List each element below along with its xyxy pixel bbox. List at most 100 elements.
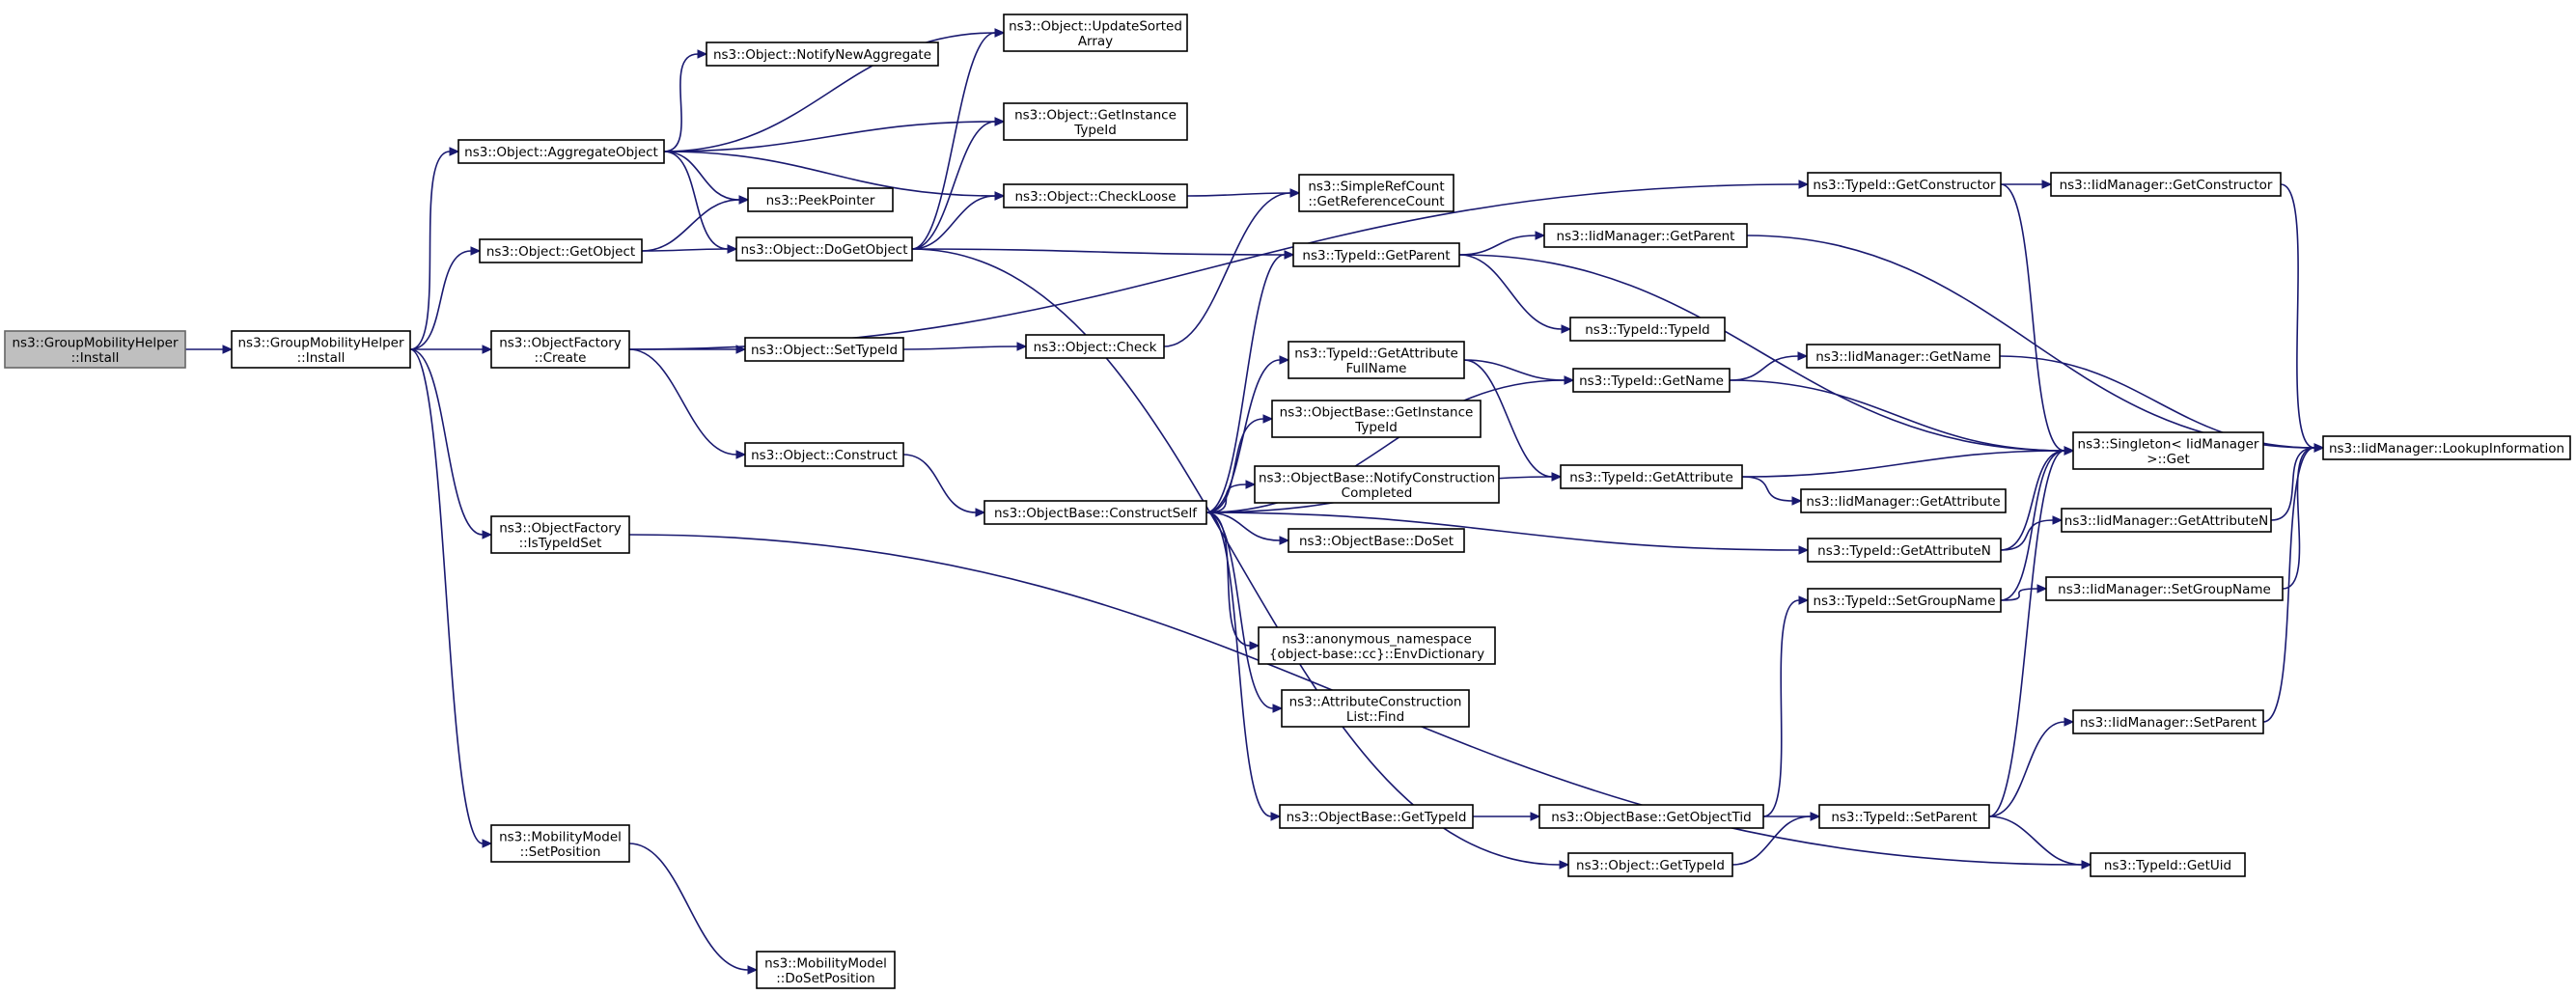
node-tidGetConstructor[interactable]: ns3::TypeId::GetConstructor <box>1807 172 2002 197</box>
node-label: TypeId <box>1354 420 1398 435</box>
node-check[interactable]: ns3::Object::Check <box>1025 334 1165 359</box>
edge-arrowhead <box>482 839 493 848</box>
edge-arrowhead <box>1559 860 1570 870</box>
node-box <box>2061 508 2272 533</box>
edge-line <box>1205 511 1272 817</box>
node-label: ns3::IidManager::GetParent <box>1557 229 1735 244</box>
node-checkLoose[interactable]: ns3::Object::CheckLoose <box>1003 183 1188 208</box>
node-label: ns3::Object::Construct <box>751 448 898 463</box>
node-label: ::DoSetPosition <box>776 971 874 986</box>
node-label: ::Install <box>71 350 120 366</box>
node-obNotifyConstruction[interactable]: ns3::ObjectBase::NotifyConstructionCompl… <box>1254 465 1500 504</box>
edge-line <box>2262 447 2315 723</box>
node-box <box>744 442 904 467</box>
node-box <box>490 824 630 863</box>
edge-line <box>663 121 996 152</box>
node-iidSetGroupName[interactable]: ns3::IidManager::SetGroupName <box>2045 576 2284 601</box>
node-label: ns3::SimpleRefCount <box>1308 179 1444 194</box>
node-label: ns3::ObjectFactory <box>499 335 622 350</box>
node-tidGetName[interactable]: ns3::TypeId::GetName <box>1572 368 1731 393</box>
node-tidGetAttribute[interactable]: ns3::TypeId::GetAttribute <box>1560 464 1743 489</box>
node-tidTypeId[interactable]: ns3::TypeId::TypeId <box>1569 317 1726 342</box>
node-label: ns3::TypeId::GetAttributeN <box>1817 543 1991 559</box>
node-construct[interactable]: ns3::Object::Construct <box>744 442 904 467</box>
node-objGetTypeId[interactable]: ns3::Object::GetTypeId <box>1567 852 1733 877</box>
node-tidSetGroupName[interactable]: ns3::TypeId::SetGroupName <box>1807 588 2002 613</box>
edge-getObject-to-doGetObject <box>641 244 738 254</box>
node-envDictionary[interactable]: ns3::anonymous_namespace{object-base::cc… <box>1258 626 1496 665</box>
node-iidGetAttributeN[interactable]: ns3::IidManager::GetAttributeN <box>2061 508 2272 533</box>
edge-line <box>1205 511 1800 551</box>
edge-tidGetAttributeN-to-iidGetAttributeN <box>2000 515 2064 551</box>
node-doGetObject[interactable]: ns3::Object::DoGetObject <box>735 236 913 262</box>
node-label: ns3::Object::Check <box>1034 340 1157 355</box>
node-tidSetParent[interactable]: ns3::TypeId::SetParent <box>1818 804 1990 829</box>
node-simpleRefCount[interactable]: ns3::SimpleRefCount::GetReferenceCount <box>1298 174 1454 212</box>
edge-arrowhead <box>697 49 708 59</box>
node-label: {object-base::cc}::EnvDictionary <box>1269 647 1484 662</box>
edge-arrowhead <box>1798 545 1810 555</box>
edge-line <box>1205 418 1264 513</box>
edge-check-to-simpleRefCount <box>1163 188 1301 347</box>
node-gmhInstall[interactable]: ns3::GroupMobilityHelper::Install <box>231 330 411 369</box>
node-getObject[interactable]: ns3::Object::GetObject <box>479 238 643 263</box>
node-box <box>1258 626 1496 665</box>
edge-line <box>1731 815 1812 866</box>
node-iidSetParent[interactable]: ns3::IidManager::SetParent <box>2072 709 2264 734</box>
node-iidLookupInformation[interactable]: ns3::IidManager::LookupInformation <box>2322 435 2571 460</box>
edge-line <box>1463 359 1565 381</box>
node-label: ns3::ObjectBase::ConstructSelf <box>994 506 1198 521</box>
node-obGetTypeId[interactable]: ns3::ObjectBase::GetTypeId <box>1279 804 1474 829</box>
edge-gmhInstall-to-ofCreate <box>409 345 493 354</box>
node-box <box>1543 223 1748 248</box>
node-root[interactable]: ns3::GroupMobilityHelper::Install <box>4 330 186 369</box>
node-singletonGet[interactable]: ns3::Singleton< IidManager >::Get <box>2072 431 2264 470</box>
node-peekPointer[interactable]: ns3::PeekPointer <box>747 187 894 212</box>
node-ofCreate[interactable]: ns3::ObjectFactory::Create <box>490 330 630 369</box>
edge-tidGetParent-to-tidTypeId <box>1458 254 1572 334</box>
node-label: ns3::IidManager::GetConstructor <box>2060 178 2273 193</box>
node-iidGetName[interactable]: ns3::IidManager::GetName <box>1806 344 2001 369</box>
node-notifyNewAggregate[interactable]: ns3::Object::NotifyNewAggregate <box>706 41 939 67</box>
edge-arrowhead <box>2313 443 2325 453</box>
node-mmSetPosition[interactable]: ns3::MobilityModel::SetPosition <box>490 824 630 863</box>
node-mmDoSetPosition[interactable]: ns3::MobilityModel::DoSetPosition <box>756 951 896 989</box>
node-obGetObjectTid[interactable]: ns3::ObjectBase::GetObjectTid <box>1538 804 1764 829</box>
node-obDoSet[interactable]: ns3::ObjectBase::DoSet <box>1288 528 1465 553</box>
node-label: ns3::ObjectFactory <box>499 520 622 536</box>
node-box <box>479 238 643 263</box>
node-tidGetUid[interactable]: ns3::TypeId::GetUid <box>2090 852 2246 877</box>
edge-arrowhead <box>470 246 482 256</box>
node-label: ::IsTypeIdSet <box>519 536 602 551</box>
edge-constructSelf-to-tidGetAttributeN <box>1205 511 1810 555</box>
node-constructSelf[interactable]: ns3::ObjectBase::ConstructSelf <box>983 500 1207 525</box>
node-ofIsTypeIdSet[interactable]: ns3::ObjectFactory::IsTypeIdSet <box>490 515 630 554</box>
node-tidGetParent[interactable]: ns3::TypeId::GetParent <box>1292 242 1460 267</box>
edge-iidSetParent-to-iidLookupInformation <box>2262 443 2325 723</box>
node-label: ns3::ObjectBase::GetInstance <box>1280 404 1474 420</box>
node-label: ::Install <box>297 350 346 366</box>
edge-arrowhead <box>994 28 1006 38</box>
edge-mmSetPosition-to-mmDoSetPosition <box>628 843 759 975</box>
node-aggregateObject[interactable]: ns3::Object::AggregateObject <box>457 139 665 164</box>
node-iidGetParent[interactable]: ns3::IidManager::GetParent <box>1543 223 1748 248</box>
node-label: ns3::IidManager::LookupInformation <box>2329 441 2564 456</box>
edge-line <box>641 199 740 252</box>
node-label: ns3::GroupMobilityHelper <box>237 335 403 350</box>
node-iidGetAttribute[interactable]: ns3::IidManager::GetAttribute <box>1800 488 2007 513</box>
edge-line <box>641 248 729 252</box>
node-tidGetAttributeN[interactable]: ns3::TypeId::GetAttributeN <box>1807 538 2002 563</box>
edge-doGetObject-to-objGetTypeId <box>911 248 1570 870</box>
node-iidGetConstructor[interactable]: ns3::IidManager::GetConstructor <box>2050 172 2282 197</box>
node-setTypeId[interactable]: ns3::Object::SetTypeId <box>744 337 904 362</box>
edge-line <box>2282 447 2315 590</box>
edge-tidGetName-to-singletonGet <box>1729 379 2075 456</box>
node-box <box>983 500 1207 525</box>
edge-arrowhead <box>1262 414 1274 424</box>
